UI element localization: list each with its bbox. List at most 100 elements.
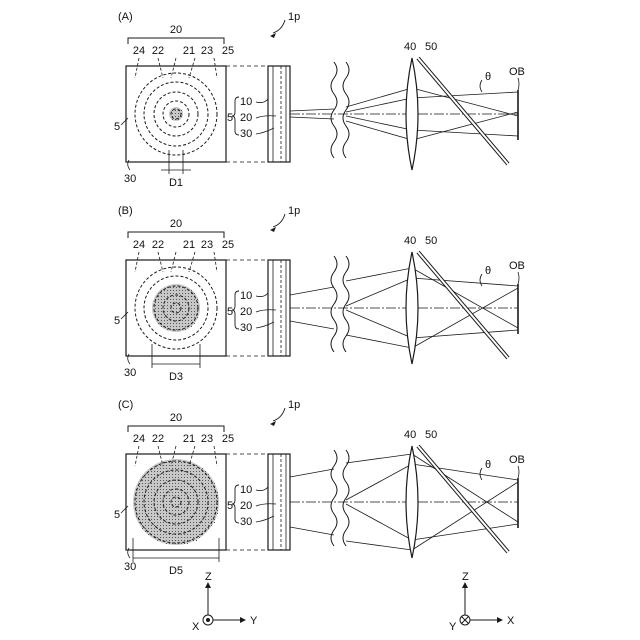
stipple-dot	[190, 468, 191, 469]
stipple-dot	[175, 531, 176, 532]
angle-arc	[480, 274, 482, 286]
stipple-dot	[193, 471, 194, 472]
stipple-dot	[181, 480, 182, 481]
stipple-dot	[176, 290, 177, 291]
stipple-dot	[163, 477, 164, 478]
stack-label-10: 10	[240, 484, 252, 496]
stipple-dot	[154, 525, 155, 526]
stipple-dot	[193, 486, 194, 487]
ring-label: 24	[133, 433, 145, 445]
stipple-dot	[214, 519, 215, 520]
stipple-dot	[158, 296, 159, 297]
stipple-dot	[208, 522, 209, 523]
stipple-dot	[196, 471, 197, 472]
stipple-dot	[175, 540, 176, 541]
stipple-dot	[187, 525, 188, 526]
object-leader	[518, 272, 519, 284]
stipple-dot	[160, 480, 161, 481]
axis-right-arrow	[240, 617, 246, 623]
stipple-dot	[169, 489, 170, 490]
stipple-dot	[194, 305, 195, 306]
stipple-dot	[164, 290, 165, 291]
stipple-dot	[178, 507, 179, 508]
stipple-dot	[154, 534, 155, 535]
stipple-dot	[182, 314, 183, 315]
stipple-dot	[175, 486, 176, 487]
stipple-dot	[169, 474, 170, 475]
stipple-dot	[185, 329, 186, 330]
ring-leader	[171, 252, 176, 272]
stipple-dot	[199, 534, 200, 535]
stipple-dot	[187, 516, 188, 517]
stipple-dot	[187, 462, 188, 463]
stipple-dot	[181, 495, 182, 496]
stipple-dot	[163, 474, 164, 475]
stipple-dot	[190, 513, 191, 514]
ring-leader	[171, 58, 176, 78]
stipple-dot	[167, 320, 168, 321]
stipple-dot	[164, 308, 165, 309]
stipple-dot	[155, 308, 156, 309]
stipple-dot	[169, 492, 170, 493]
stipple-dot	[193, 510, 194, 511]
stipple-dot	[193, 492, 194, 493]
stipple-dot	[151, 507, 152, 508]
ray	[290, 117, 334, 119]
stipple-dot	[163, 498, 164, 499]
stipple-dot	[199, 483, 200, 484]
dim-label: D5	[169, 565, 183, 577]
stipple-dot	[190, 471, 191, 472]
stipple-dot	[211, 495, 212, 496]
side-label: 5	[114, 315, 120, 327]
stipple-dot	[175, 528, 176, 529]
stipple-dot	[148, 480, 149, 481]
stipple-dot	[182, 302, 183, 303]
stipple-dot	[187, 468, 188, 469]
stipple-dot	[157, 519, 158, 520]
ring-label: 24	[133, 239, 145, 251]
stipple-dot	[158, 293, 159, 294]
stipple-dot	[139, 516, 140, 517]
ring-label: 21	[183, 433, 195, 445]
stipple-dot	[169, 504, 170, 505]
stipple-dot	[173, 299, 174, 300]
stipple-dot	[181, 543, 182, 544]
stipple-dot	[179, 323, 180, 324]
stipple-dot	[182, 326, 183, 327]
mirror-label: 50	[425, 235, 437, 247]
stipple-dot	[211, 510, 212, 511]
object-label: OB	[509, 454, 525, 466]
group-label: 20	[170, 412, 182, 424]
stipple-dot	[160, 501, 161, 502]
stipple-dot	[182, 305, 183, 306]
stipple-dot	[155, 305, 156, 306]
stipple-dot	[205, 525, 206, 526]
stipple-dot	[136, 498, 137, 499]
stipple-dot	[193, 468, 194, 469]
stipple-dot	[199, 492, 200, 493]
stipple-dot	[199, 471, 200, 472]
ray	[412, 330, 518, 338]
stipple-dot	[211, 492, 212, 493]
stipple-dot	[185, 305, 186, 306]
ray	[412, 464, 518, 480]
stipple-dot	[145, 477, 146, 478]
stipple-dot	[208, 507, 209, 508]
stipple-dot	[157, 522, 158, 523]
stipple-dot	[184, 468, 185, 469]
stipple-dot	[187, 465, 188, 466]
stipple-dot	[139, 486, 140, 487]
stipple-dot	[214, 507, 215, 508]
stipple-dot	[164, 311, 165, 312]
stipple-dot	[173, 287, 174, 288]
axis-center-label: Y	[449, 621, 457, 633]
stipple-dot	[170, 317, 171, 318]
stipple-dot	[196, 474, 197, 475]
stipple-dot	[175, 510, 176, 511]
mirror-label: 50	[425, 429, 437, 441]
stipple-dot	[148, 516, 149, 517]
stipple-dot	[166, 516, 167, 517]
stipple-dot	[145, 501, 146, 502]
angle-label: θ	[485, 265, 491, 277]
stipple-dot	[191, 302, 192, 303]
